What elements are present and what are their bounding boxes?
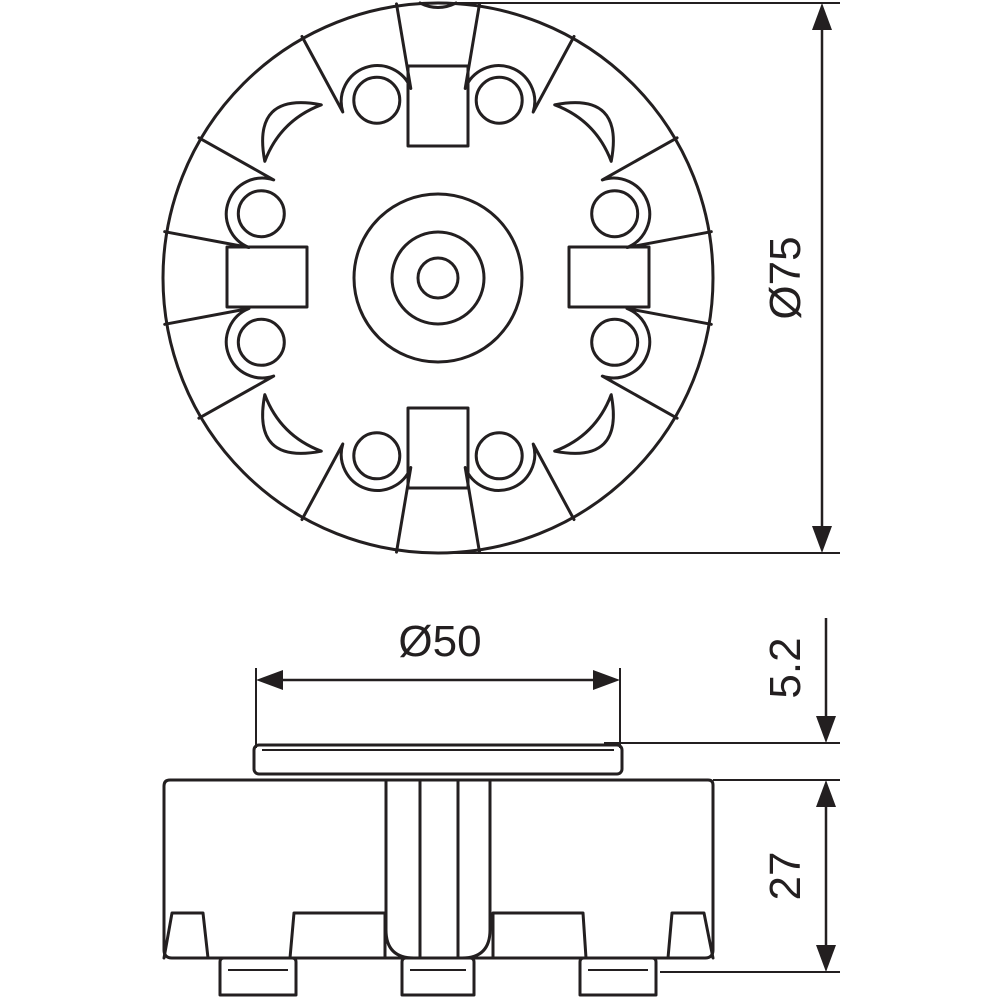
- top-notch: [418, 1, 458, 9]
- bolt-hole: [236, 317, 286, 367]
- collar-height-label: 5.2: [761, 637, 810, 698]
- slot-right: [567, 245, 651, 309]
- bolt-hole: [352, 431, 402, 481]
- hub-bore: [416, 256, 460, 300]
- arrowhead-body-top: [816, 780, 836, 807]
- bolt-hole: [474, 75, 524, 125]
- bolt-hole: [236, 189, 286, 239]
- arrowhead-top: [812, 3, 832, 30]
- dimension-collar-diameter: Ø50: [255, 617, 621, 748]
- foot-profile-left: [162, 911, 210, 960]
- arrowhead-body-bottom: [816, 945, 836, 972]
- slot-left: [225, 245, 309, 309]
- hub-middle: [390, 230, 486, 326]
- arrowhead-bottom: [812, 526, 832, 553]
- bolt-hole: [590, 317, 640, 367]
- rim-pocket: [553, 101, 615, 163]
- rim-pocket: [261, 393, 323, 455]
- lobe-outline: [163, 136, 276, 249]
- arrowhead-collar: [816, 716, 836, 743]
- lobe-outline: [463, 2, 576, 114]
- bolt-hole: [590, 189, 640, 239]
- bolt-hole: [352, 75, 402, 125]
- body-height-label: 27: [761, 852, 810, 901]
- collar: [252, 743, 624, 776]
- pad-center: [400, 956, 476, 997]
- body-outline: [162, 778, 715, 960]
- bolt-hole: [474, 431, 524, 481]
- lobe-outline: [600, 136, 713, 249]
- collar-diameter-label: Ø50: [398, 617, 481, 666]
- side-view: [162, 743, 715, 997]
- pad-left: [218, 956, 298, 997]
- lobe-outline: [600, 307, 713, 420]
- slot-bottom: [406, 406, 470, 490]
- rim-pocket: [261, 101, 323, 163]
- post-bore-lines: [418, 778, 460, 960]
- foot-profile-center-left: [288, 911, 387, 960]
- lobe-outline: [463, 442, 576, 554]
- arrowhead-left: [256, 670, 283, 690]
- arrowhead-right: [593, 670, 620, 690]
- lobe-outline: [300, 442, 413, 554]
- dimension-outer-diameter: Ø75: [438, 2, 840, 554]
- hub-outer: [352, 192, 524, 364]
- outer-rim: [161, 1, 715, 555]
- dimension-heights: 5.2 27: [604, 618, 840, 973]
- lobe-outline: [163, 307, 276, 420]
- foot-profile-right: [666, 911, 715, 960]
- slot-top: [406, 64, 470, 148]
- outer-diameter-label: Ø75: [761, 236, 810, 319]
- rim-pocket: [553, 393, 615, 455]
- pad-right: [578, 956, 658, 997]
- central-post: [384, 778, 492, 960]
- lobe-outline: [300, 2, 413, 114]
- foot-profile-center-right: [491, 911, 588, 960]
- top-view: [161, 1, 715, 555]
- lobe-ring: [163, 2, 713, 554]
